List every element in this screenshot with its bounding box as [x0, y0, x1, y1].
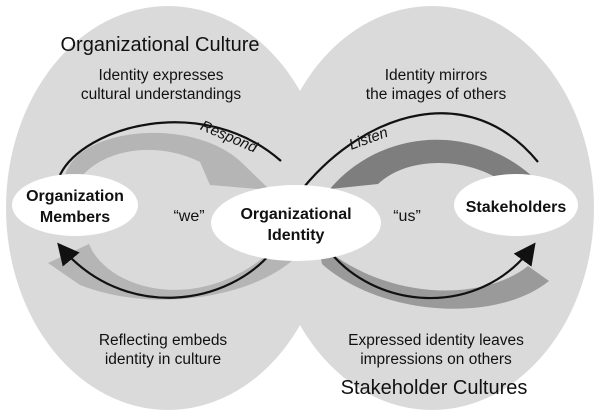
top-left-flow-arrow — [65, 132, 270, 190]
organizational-identity-node — [211, 185, 381, 261]
bottom-left-caption-line-1: Reflecting embeds — [99, 332, 228, 349]
organizational-culture-region — [6, 6, 330, 410]
bottom-right-flow-arrow — [318, 243, 549, 309]
bottom-left-connector-line — [57, 242, 276, 299]
top-right-flow-arrow — [330, 139, 552, 218]
center-node-label-line-1: Organizational — [240, 206, 351, 223]
stakeholder-cultures-region — [270, 6, 594, 410]
stakeholders-node — [454, 174, 578, 236]
top-right-connector-line — [303, 112, 539, 188]
bottom-right-caption-line-2: impressions on others — [360, 351, 512, 368]
left-node-label-line-2: Members — [40, 209, 110, 226]
center-node-label-line-2: Identity — [268, 227, 325, 244]
top-right-caption-line-2: the images of others — [366, 86, 507, 103]
bottom-right-caption-line-1: Expressed identity leaves — [348, 332, 524, 349]
top-left-caption-line-1: Identity expresses — [99, 67, 224, 84]
us-label: “us” — [393, 208, 421, 225]
organization-members-node — [12, 174, 138, 236]
we-label: “we” — [173, 208, 204, 225]
bottom-left-caption-line-2: identity in culture — [105, 351, 221, 368]
bottom-right-connector-line — [326, 242, 536, 300]
right-node-label: Stakeholders — [466, 199, 567, 216]
left-region-title: Organizational Culture — [61, 34, 260, 56]
top-left-connector-line — [59, 121, 282, 176]
top-left-caption-line-2: cultural understandings — [81, 86, 242, 103]
right-region-title: Stakeholder Cultures — [341, 377, 528, 399]
top-right-caption-line-1: Identity mirrors — [385, 67, 488, 84]
left-node-label-line-1: Organization — [26, 188, 124, 205]
